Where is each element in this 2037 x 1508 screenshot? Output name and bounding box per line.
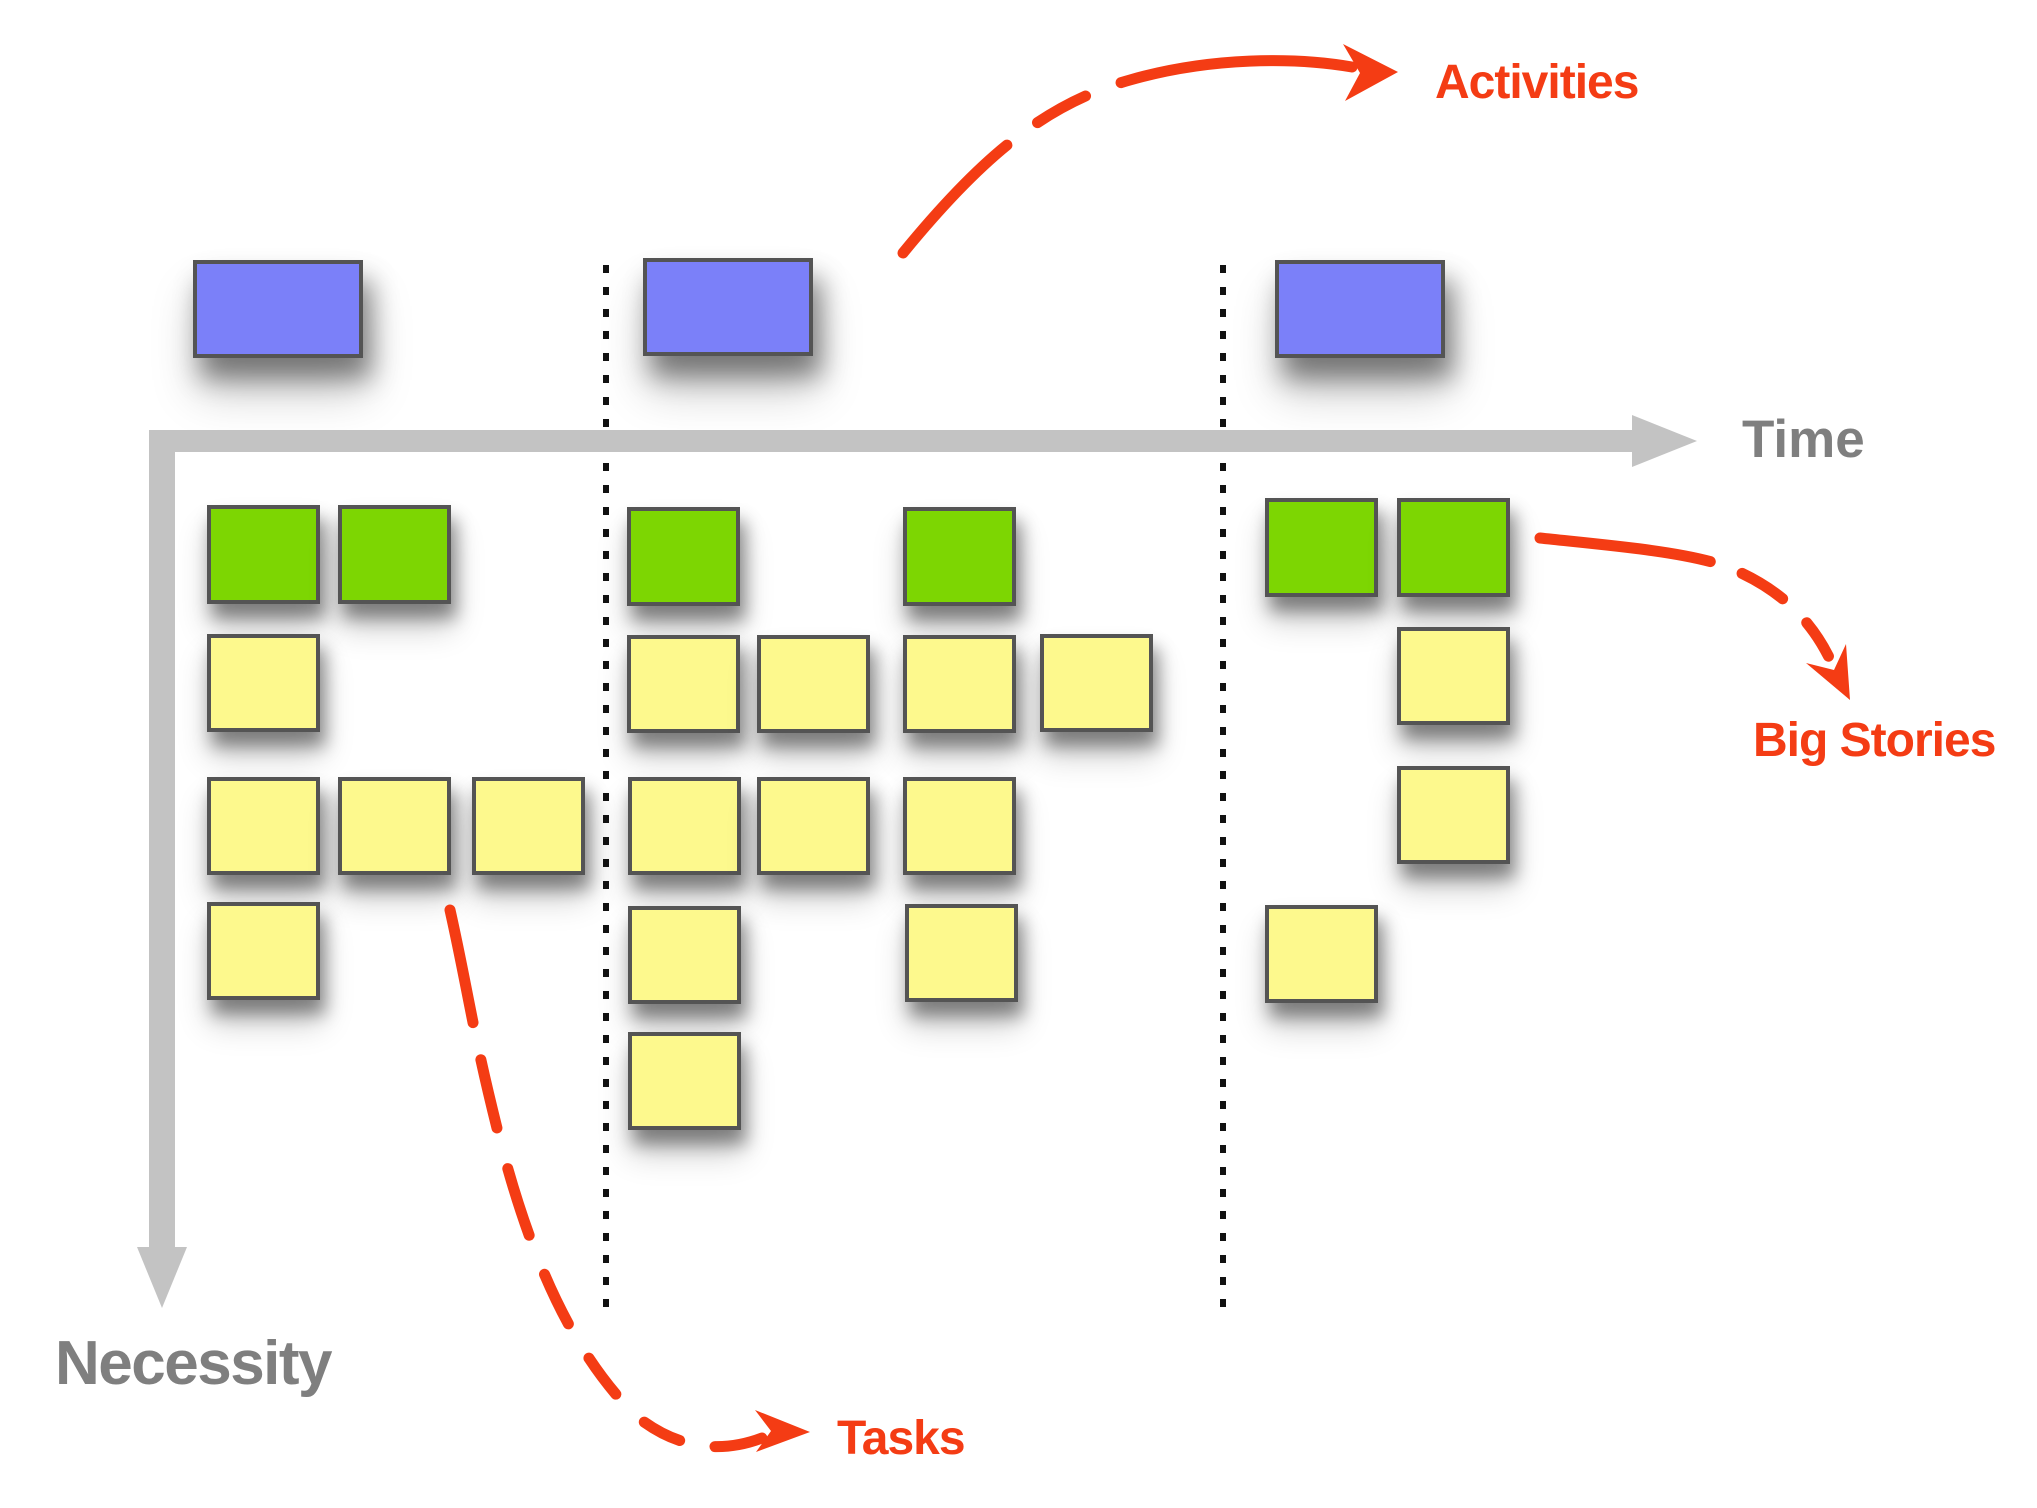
big-stories-arrowhead [1806, 644, 1850, 700]
tasks-arrowhead [755, 1410, 810, 1452]
big-story-card [338, 505, 451, 604]
tasks-label: Tasks [837, 1412, 966, 1465]
big-stories-label: Big Stories [1753, 714, 1996, 767]
activities-arrowhead [1343, 44, 1398, 101]
necessity-axis-label: Necessity [55, 1329, 333, 1398]
task-card [1397, 627, 1510, 725]
task-card [903, 635, 1016, 733]
task-card [757, 635, 870, 733]
task-card [628, 906, 741, 1004]
activities-annotation-arrow [897, 55, 1358, 259]
time-axis-label: Time [1742, 410, 1865, 469]
task-card [472, 777, 585, 875]
task-card [1397, 766, 1510, 864]
task-card [628, 1032, 741, 1130]
activity-card [193, 260, 363, 358]
big-story-card [903, 507, 1016, 606]
activity-card [643, 258, 813, 356]
task-card [628, 777, 741, 875]
time-axis-arrow [149, 415, 1697, 467]
task-card [207, 902, 320, 1000]
task-card [338, 777, 451, 875]
task-card [757, 777, 870, 875]
necessity-axis-arrow [137, 430, 187, 1308]
task-card [207, 634, 320, 732]
big-stories-annotation-arrow [1534, 532, 1844, 684]
big-story-card [627, 507, 740, 606]
task-card [905, 904, 1018, 1002]
big-story-card [1265, 498, 1378, 597]
task-card [1265, 905, 1378, 1003]
task-card [207, 777, 320, 875]
task-card [903, 777, 1016, 875]
task-card [1040, 634, 1153, 732]
big-story-card [207, 505, 320, 604]
big-story-card [1397, 498, 1510, 597]
activity-card [1275, 260, 1445, 358]
task-card [627, 635, 740, 733]
activities-label: Activities [1435, 56, 1639, 109]
